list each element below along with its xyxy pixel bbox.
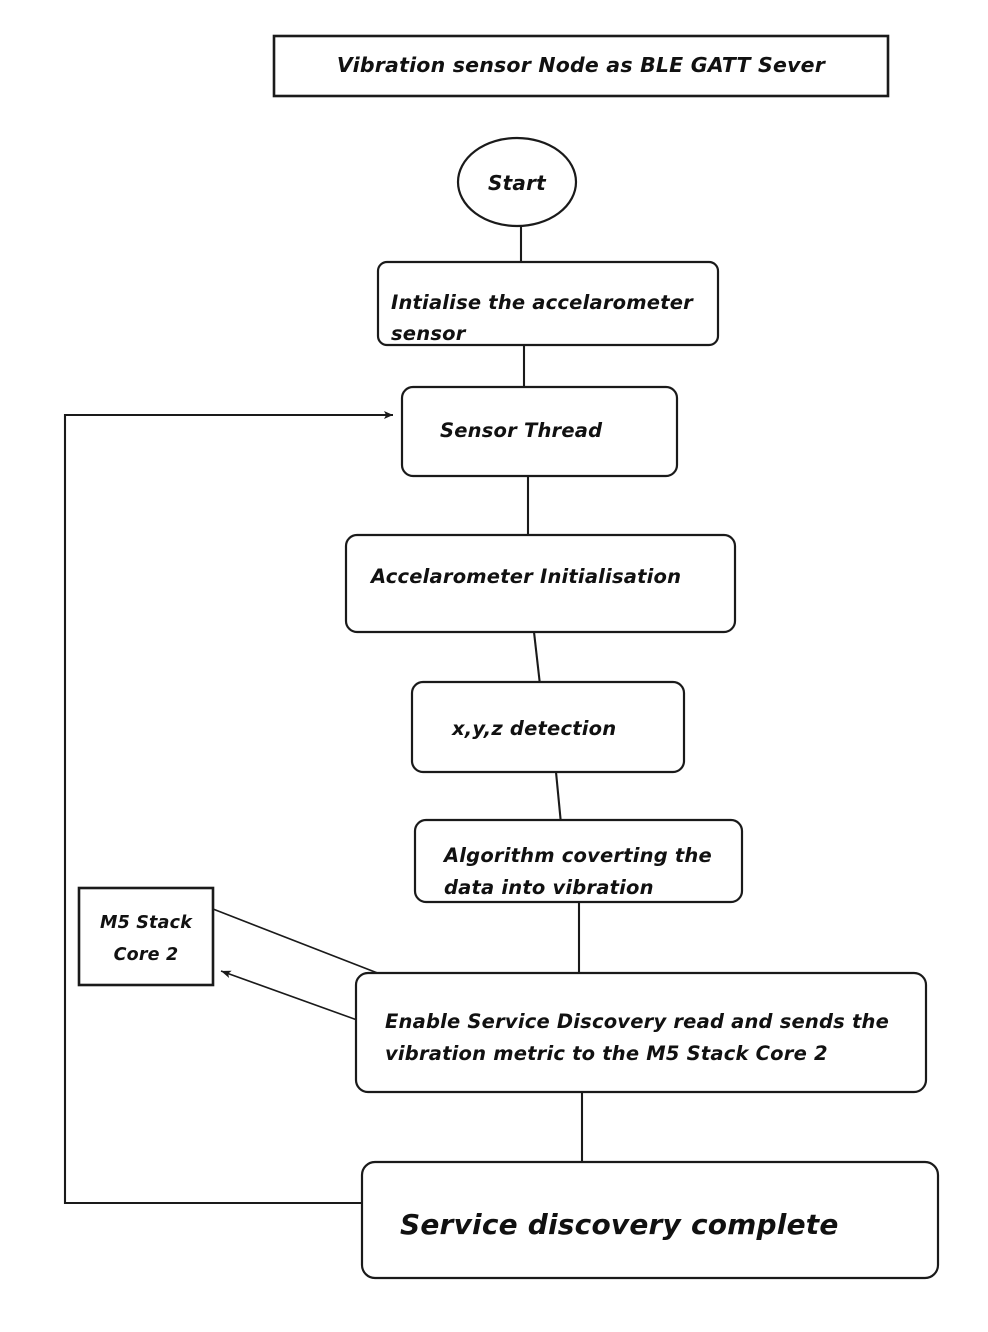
title-banner-box bbox=[272, 34, 890, 98]
service-discovery-label-line2: vibration metric to the M5 Stack Core 2 bbox=[385, 1042, 828, 1065]
m5-stack-label-line1: M5 Stack bbox=[100, 913, 193, 933]
algorithm-box bbox=[413, 818, 744, 904]
service-discovery-label-line1: Enable Service Discovery read and sends … bbox=[385, 1010, 889, 1033]
init-sensor-box bbox=[376, 260, 720, 347]
start-ellipse bbox=[456, 136, 578, 228]
init-sensor-label-line2: sensor bbox=[391, 322, 467, 345]
m5-stack-label-line2: Core 2 bbox=[114, 945, 179, 965]
node-start: Start bbox=[456, 136, 578, 228]
init-sensor-label-line1: Intialise the accelarometer bbox=[391, 291, 694, 314]
node-sensor-thread: Sensor Thread bbox=[400, 385, 679, 478]
node-service-discovery: Enable Service Discovery read and sends … bbox=[354, 971, 928, 1094]
node-accel-init: Accelarometer Initialisation bbox=[344, 533, 737, 634]
node-algorithm: Algorithm coverting the data into vibrat… bbox=[413, 818, 744, 904]
complete-label: Service discovery complete bbox=[400, 1208, 839, 1241]
start-label: Start bbox=[488, 171, 547, 195]
algorithm-label-line1: Algorithm coverting the bbox=[442, 844, 712, 867]
algorithm-label-line2: data into vibration bbox=[444, 876, 654, 899]
edge-service-discovery-to-m5-stack bbox=[212, 908, 399, 982]
complete-box bbox=[360, 1160, 940, 1280]
node-complete: Service discovery complete bbox=[360, 1160, 940, 1280]
accel-init-label: Accelarometer Initialisation bbox=[369, 565, 681, 588]
sensor-thread-box bbox=[400, 385, 679, 478]
service-discovery-box bbox=[354, 971, 928, 1094]
sensor-thread-label: Sensor Thread bbox=[440, 419, 603, 442]
m5-stack-box bbox=[77, 886, 215, 987]
accel-init-box bbox=[344, 533, 737, 634]
title-banner-label: Vibration sensor Node as BLE GATT Sever bbox=[337, 53, 827, 77]
node-init-sensor: Intialise the accelarometer sensor bbox=[376, 260, 720, 347]
xyz-detection-box bbox=[410, 680, 686, 774]
title-banner: Vibration sensor Node as BLE GATT Sever bbox=[272, 34, 890, 98]
node-xyz-detection: x,y,z detection bbox=[410, 680, 686, 774]
node-m5-stack: M5 Stack Core 2 bbox=[77, 886, 215, 987]
xyz-detection-label: x,y,z detection bbox=[451, 717, 616, 740]
edge-complete-loop-back-to-sensor-thread bbox=[63, 411, 408, 1205]
